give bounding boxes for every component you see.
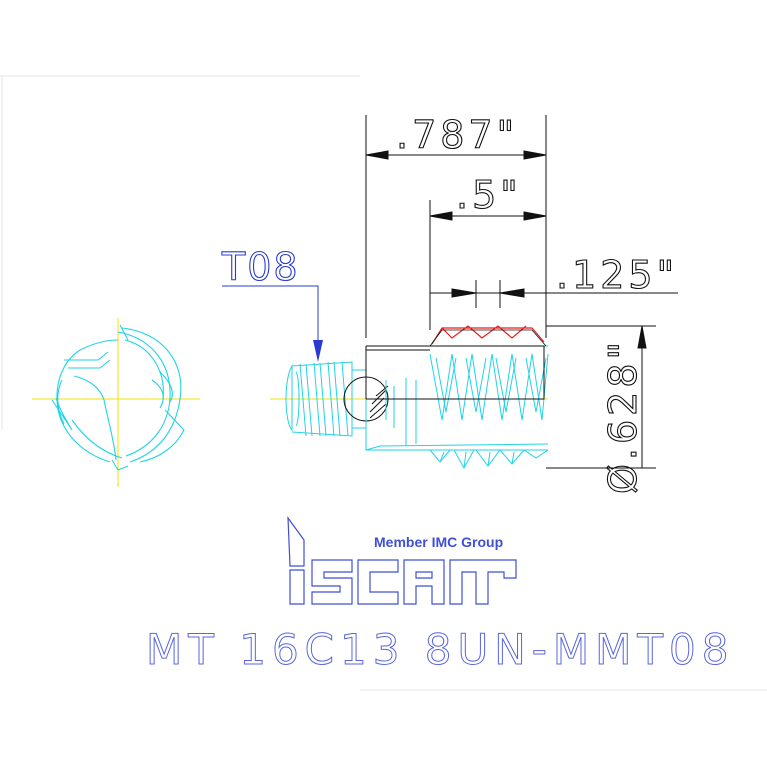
upper-teeth: [429, 345, 549, 421]
diameter-label: Ø.628": [601, 338, 645, 494]
member-tagline: Member IMC Group: [374, 534, 503, 550]
end-view-centerlines: [32, 318, 200, 487]
thread-length-label: .5": [456, 173, 522, 217]
tool-callout: T08: [220, 244, 323, 362]
side-view: [270, 325, 549, 470]
tooth-profile-outline: [429, 329, 547, 347]
pitch-label: .125": [556, 253, 678, 297]
sheet-border: [0, 75, 767, 691]
tool-code-label: T08: [221, 245, 300, 289]
end-view: [32, 318, 200, 487]
product-designation: MT 16C13 8UN-MMT08: [146, 625, 734, 674]
tooth-profile: [431, 325, 545, 345]
lower-teeth: [429, 449, 549, 470]
iscar-logo-icon: [287, 516, 517, 605]
end-view-outline: [51, 324, 185, 471]
dimensions: [365, 115, 678, 469]
head-outline: [365, 345, 545, 400]
overall-length-label: .787": [396, 113, 518, 157]
head-body: [365, 346, 549, 451]
shank-thread: [285, 361, 366, 437]
